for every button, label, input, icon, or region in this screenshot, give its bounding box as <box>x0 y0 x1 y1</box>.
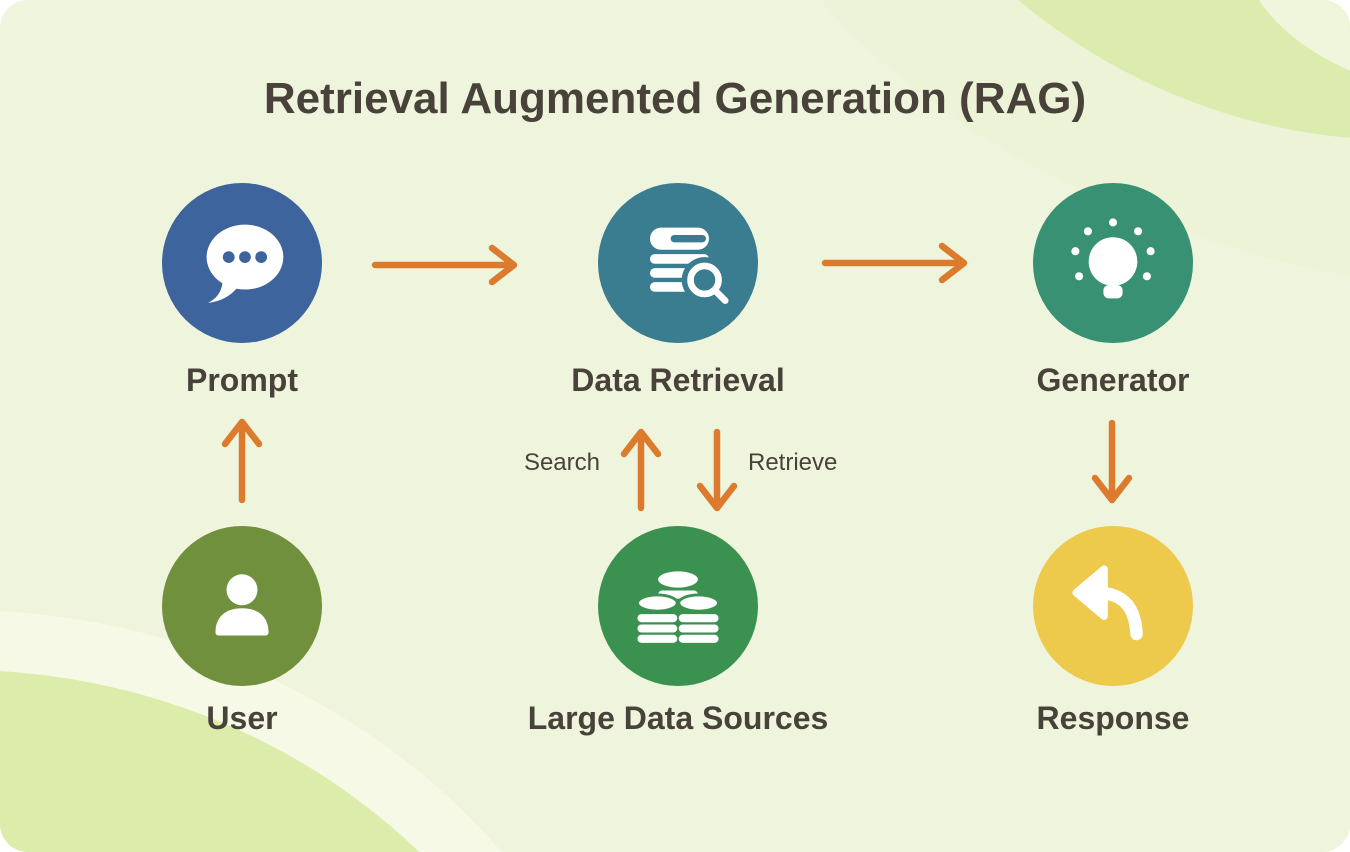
edge-label-retrieve: Retrieve <box>748 449 838 476</box>
arrow-user-to-prompt <box>221 418 263 504</box>
node-label-prompt: Prompt <box>186 362 298 398</box>
node-data-retrieval <box>598 183 758 343</box>
reply-arrow-icon <box>1072 565 1143 641</box>
coin-stacks-icon <box>635 571 721 643</box>
arrow-retrieve-down <box>696 428 738 512</box>
person-icon <box>215 574 269 636</box>
lightbulb-icon <box>1071 218 1155 299</box>
chat-bubble-icon <box>206 224 284 303</box>
node-label-data-retrieval: Data Retrieval <box>571 362 785 398</box>
edge-label-search: Search <box>523 449 600 476</box>
node-prompt <box>162 183 322 343</box>
diagram-title: Retrieval Augmented Generation (RAG) <box>263 74 1087 123</box>
node-generator <box>1033 183 1193 343</box>
node-label-large-data-sources: Large Data Sources <box>527 700 829 736</box>
arrow-data-retrieval-to-generator <box>821 242 968 284</box>
arrow-prompt-to-data-retrieval <box>371 244 518 286</box>
node-large-data-sources <box>598 526 758 686</box>
arrow-search-up <box>620 428 662 512</box>
node-response <box>1033 526 1193 686</box>
arrow-generator-to-response <box>1091 419 1133 504</box>
node-user <box>162 526 322 686</box>
node-label-user: User <box>206 700 278 736</box>
node-label-response: Response <box>1036 700 1190 736</box>
database-search-icon <box>649 227 729 304</box>
node-label-generator: Generator <box>1036 362 1190 398</box>
